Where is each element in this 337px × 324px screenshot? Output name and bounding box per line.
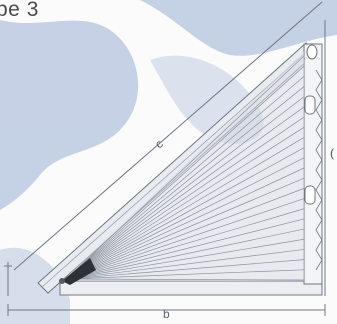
fan-cord bbox=[65, 228, 305, 280]
fan-cords bbox=[65, 55, 305, 281]
corner-pivot bbox=[59, 258, 96, 285]
cord-clips bbox=[304, 44, 318, 205]
fan-cord bbox=[65, 177, 305, 280]
fan-cord bbox=[65, 116, 305, 280]
pleat-edge bbox=[315, 69, 323, 271]
fan-cord bbox=[65, 76, 305, 280]
fan-cord bbox=[65, 137, 305, 280]
fan-cord bbox=[65, 218, 305, 280]
bottom-rail bbox=[59, 280, 323, 296]
fan-cord bbox=[65, 259, 305, 280]
fan-cord bbox=[65, 126, 305, 280]
fan-cord bbox=[65, 249, 305, 280]
fan-cord bbox=[65, 96, 305, 280]
fan-cord bbox=[65, 106, 305, 280]
fan-cord bbox=[65, 269, 305, 280]
side-label: ( bbox=[330, 146, 334, 160]
pleated-fabric bbox=[62, 52, 304, 281]
fan-cord bbox=[65, 238, 305, 280]
dimension-lines bbox=[4, 1, 326, 316]
fan-cord bbox=[65, 198, 305, 280]
fan-cord bbox=[65, 188, 305, 280]
fan-cord bbox=[65, 65, 305, 280]
fan-cord bbox=[65, 86, 305, 280]
fan-cord bbox=[65, 55, 305, 280]
fan-cord bbox=[65, 147, 305, 280]
fan-cord bbox=[65, 278, 305, 281]
fan-cord bbox=[65, 167, 305, 280]
fan-cord bbox=[65, 157, 305, 280]
fan-cord bbox=[65, 208, 305, 280]
dimension-label-b: b bbox=[163, 307, 170, 321]
figure-title: pe 3 bbox=[0, 0, 39, 21]
